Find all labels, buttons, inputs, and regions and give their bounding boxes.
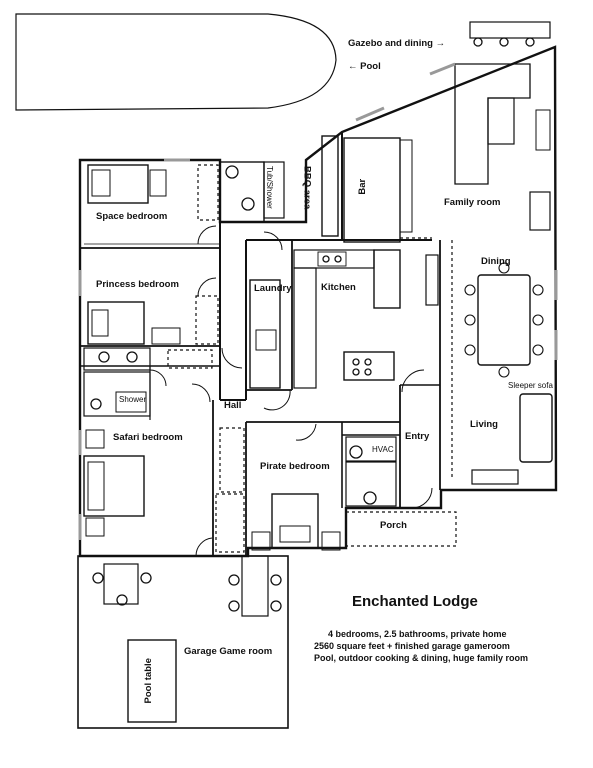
garage-game-room-label: Garage Game room <box>184 646 273 657</box>
pool-label: ← Pool <box>348 61 381 72</box>
sleeper-sofa-label: Sleeper sofa <box>508 381 553 390</box>
porch-label: Porch <box>380 520 407 531</box>
entry-label: Entry <box>405 431 430 442</box>
gazebo-label: Gazebo and dining → <box>348 38 446 49</box>
bbq-area-label: BBQ area <box>301 166 313 210</box>
laundry-label: Laundry <box>254 283 292 294</box>
pool-shape <box>15 13 337 111</box>
exterior-wall <box>78 45 558 558</box>
pool-table-label: Pool table <box>142 658 154 704</box>
bar-label: Bar <box>357 178 369 195</box>
safari-bedroom-label: Safari bedroom <box>113 432 183 443</box>
living-label: Living <box>470 419 498 430</box>
tub-shower-label: Tub/Shower <box>265 166 274 209</box>
kitchen-label: Kitchen <box>321 282 356 293</box>
summary-line-3: Pool, outdoor cooking & dining, huge fam… <box>314 653 528 663</box>
princess-bedroom-label: Princess bedroom <box>96 279 179 290</box>
hall-label: Hall <box>224 400 242 411</box>
house-title: Enchanted Lodge <box>352 593 478 610</box>
dining-label: Dining <box>481 256 511 267</box>
summary-line-2: 2560 square feet + finished garage gamer… <box>314 641 510 651</box>
summary-line-1: 4 bedrooms, 2.5 bathrooms, private home <box>328 629 507 639</box>
pirate-bedroom-label: Pirate bedroom <box>260 461 330 472</box>
pool-table-shape <box>127 639 177 723</box>
shower-label: Shower <box>119 395 147 404</box>
space-bedroom-label: Space bedroom <box>96 211 168 222</box>
family-room-label: Family room <box>444 197 501 208</box>
hvac-label: HVAC <box>372 445 394 454</box>
